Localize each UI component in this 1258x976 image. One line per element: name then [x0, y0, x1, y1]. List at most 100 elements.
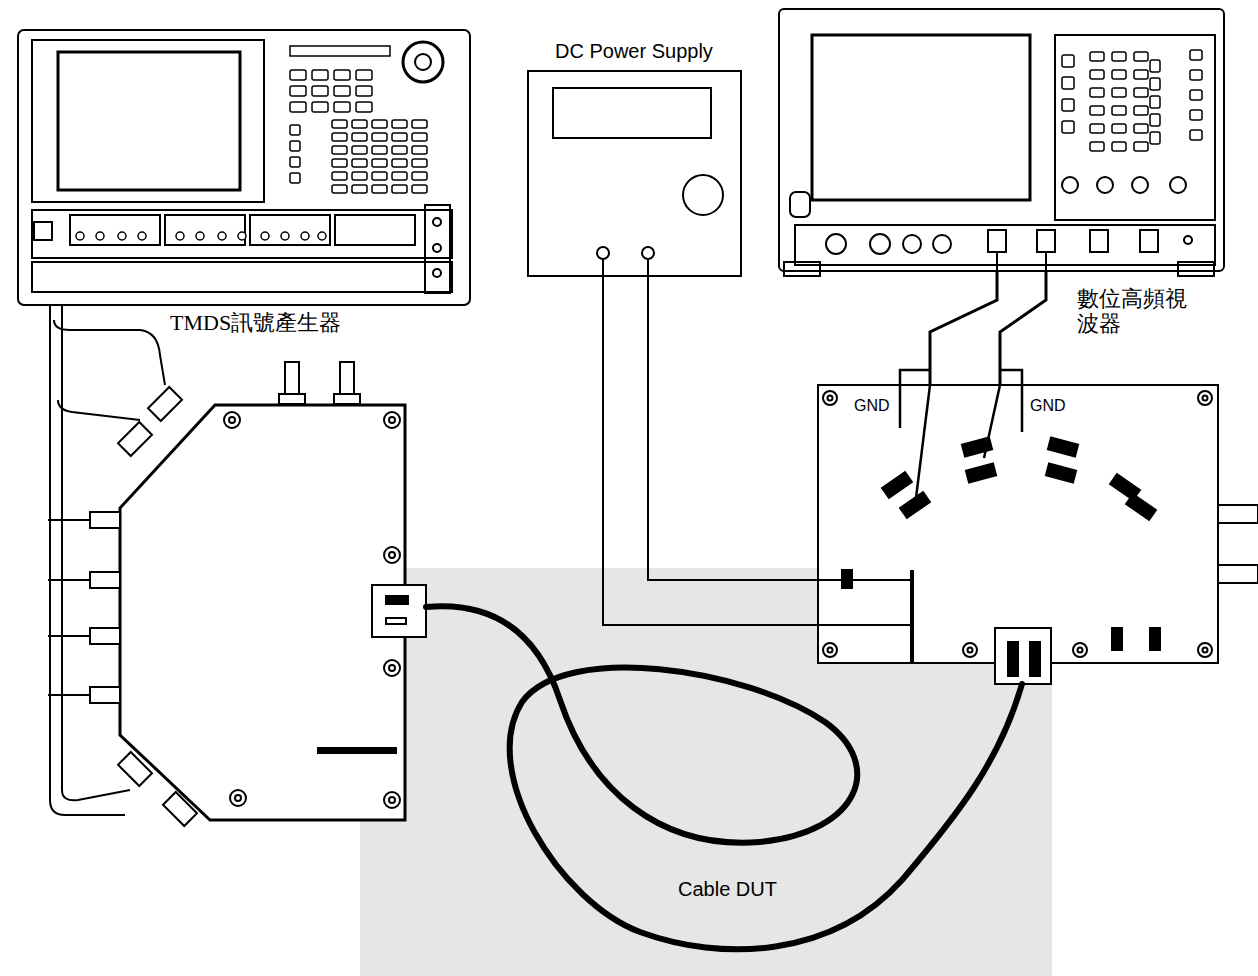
button: [412, 185, 427, 193]
button: [1090, 88, 1104, 97]
button: [1134, 124, 1148, 133]
connector: [238, 232, 246, 240]
scope-buttons: [1062, 50, 1202, 151]
button: [1062, 77, 1074, 89]
button: [334, 102, 350, 112]
button: [1062, 121, 1074, 133]
oscilloscope: 數位高頻視波器: [778, 8, 1225, 272]
button: [1112, 106, 1126, 115]
receiver-fixture: GND GND: [818, 385, 1218, 663]
power-wire: [603, 277, 818, 625]
button: [352, 133, 367, 141]
button: [392, 120, 407, 128]
cable-label-area: Cable DUT: [672, 874, 783, 905]
button: [356, 70, 372, 80]
button: [1090, 70, 1104, 79]
button: [332, 185, 347, 193]
button: [1112, 142, 1126, 151]
node-label: GND: [1030, 397, 1066, 415]
button: [1134, 88, 1148, 97]
button: [1134, 106, 1148, 115]
connector: [261, 232, 269, 240]
button: [290, 125, 300, 135]
button: [1150, 60, 1160, 72]
button: [1134, 70, 1148, 79]
button: [290, 141, 300, 151]
node-label: 數位高頻視波器: [1077, 286, 1192, 337]
button: [412, 159, 427, 167]
connector: [196, 232, 204, 240]
button: [372, 133, 387, 141]
button: [332, 120, 347, 128]
button: [290, 70, 306, 80]
button: [1062, 99, 1074, 111]
probe-leads: [900, 370, 1022, 498]
button: [352, 159, 367, 167]
button: [392, 146, 407, 154]
connector: [76, 232, 84, 240]
connector: [281, 232, 289, 240]
node-label: TMDS訊號產生器: [170, 310, 341, 335]
button: [312, 86, 328, 96]
connector: [118, 232, 126, 240]
button: [1112, 70, 1126, 79]
button: [372, 120, 387, 128]
button: [1112, 124, 1126, 133]
button: [1090, 106, 1104, 115]
button: [312, 102, 328, 112]
button: [290, 86, 306, 96]
node-label: GND: [854, 397, 890, 415]
connector: [96, 232, 104, 240]
button: [352, 120, 367, 128]
button: [1090, 52, 1104, 61]
button: [290, 157, 300, 167]
connector: [138, 232, 146, 240]
button: [290, 173, 300, 183]
button: [1090, 124, 1104, 133]
button: [1150, 132, 1160, 144]
button: [1112, 52, 1126, 61]
button: [1190, 50, 1202, 60]
connector: [218, 232, 226, 240]
source-fixture: [120, 405, 405, 820]
button: [352, 185, 367, 193]
cable-under-test: [426, 606, 1022, 949]
button-grid: [290, 70, 427, 193]
button: [372, 172, 387, 180]
power-supply-front: [553, 88, 723, 277]
oscilloscope-front: [784, 35, 1215, 276]
button: [356, 86, 372, 96]
button: [412, 172, 427, 180]
button: [1190, 130, 1202, 140]
button: [372, 146, 387, 154]
fixture-connectors: [90, 362, 426, 826]
power-supply: DC Power Supply: [527, 70, 742, 277]
node-label: Cable DUT: [678, 878, 777, 901]
button: [1150, 114, 1160, 126]
button: [1090, 142, 1104, 151]
button: [332, 146, 347, 154]
connector: [176, 232, 184, 240]
button: [1150, 78, 1160, 90]
button: [1190, 70, 1202, 80]
button: [290, 102, 306, 112]
button: [352, 146, 367, 154]
button: [1112, 88, 1126, 97]
button: [332, 159, 347, 167]
receiver-fixture: [818, 385, 1258, 684]
button: [392, 133, 407, 141]
button: [334, 70, 350, 80]
button: [412, 120, 427, 128]
button: [412, 133, 427, 141]
button: [332, 133, 347, 141]
button: [1134, 142, 1148, 151]
connector: [318, 232, 326, 240]
button: [372, 159, 387, 167]
button: [1190, 90, 1202, 100]
button: [356, 102, 372, 112]
button: [1150, 96, 1160, 108]
button: [352, 172, 367, 180]
power-wire: [648, 277, 818, 580]
